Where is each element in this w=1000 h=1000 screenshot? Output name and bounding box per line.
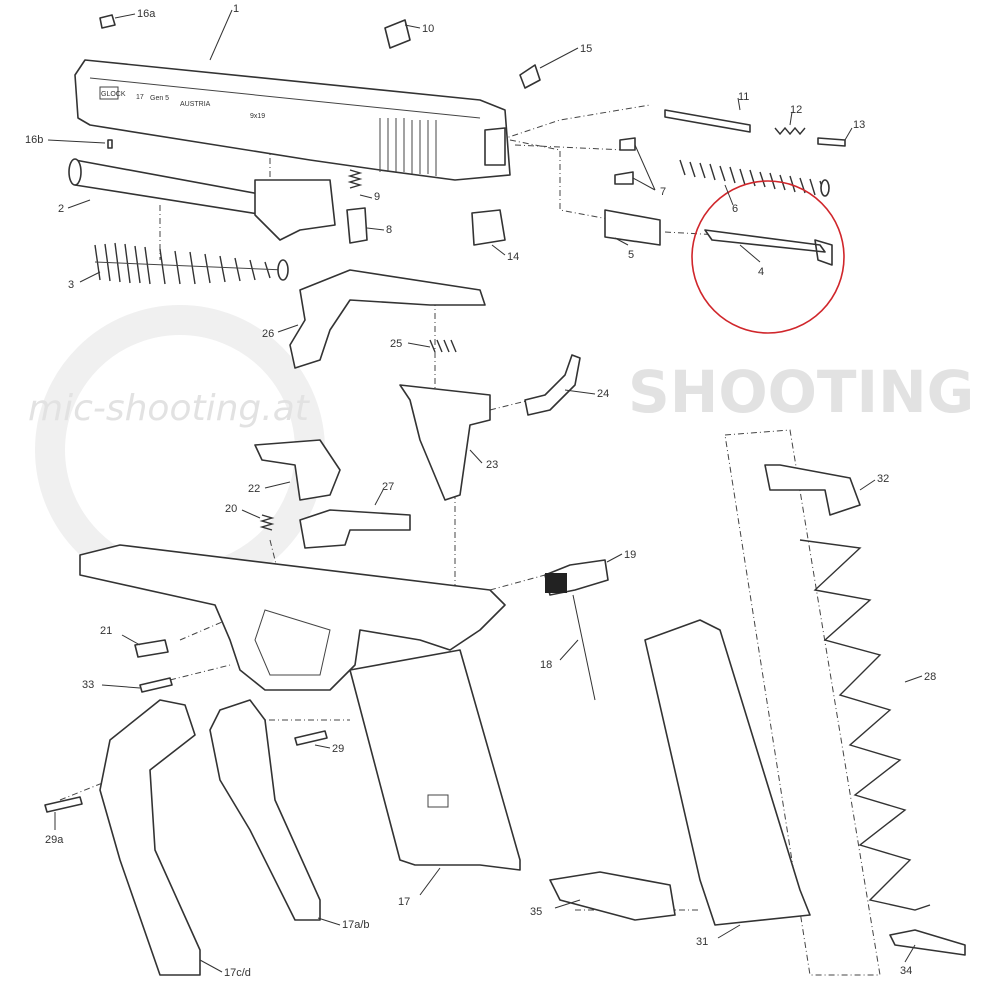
label-4: 4 [758, 266, 764, 278]
label-12: 12 [790, 104, 802, 116]
label-20: 20 [225, 503, 237, 515]
part-4 [704, 229, 833, 266]
part-7 [614, 137, 636, 185]
label-16b: 16b [25, 134, 43, 146]
highlight-circle [691, 180, 845, 334]
part-19-insert [545, 573, 567, 593]
label-14: 14 [507, 251, 519, 263]
slide-model-marking: 17 [136, 94, 144, 101]
label-34: 34 [900, 965, 912, 977]
magazine-spring [799, 539, 931, 911]
frame [79, 544, 521, 871]
label-27: 27 [382, 481, 394, 493]
label-6: 6 [732, 203, 738, 215]
backstrap-17a-b [209, 699, 321, 921]
label-3: 3 [68, 279, 74, 291]
label-31: 31 [696, 936, 708, 948]
label-10: 10 [422, 23, 434, 35]
part-10 [384, 19, 411, 49]
label-11: 11 [738, 91, 749, 103]
part-11 [664, 109, 751, 133]
slide-caliber-marking: 9x19 [250, 113, 265, 120]
part-22 [254, 439, 341, 501]
part-27 [299, 509, 411, 549]
label-19: 19 [624, 549, 636, 561]
magazine-floorplate [549, 871, 676, 921]
part-16b [107, 139, 113, 149]
part-15 [519, 64, 541, 89]
part-21 [134, 639, 169, 658]
magazine-follower [764, 464, 861, 516]
part-13 [817, 137, 846, 147]
label-22: 22 [248, 483, 260, 495]
label-25: 25 [390, 338, 402, 350]
part-9 [347, 169, 363, 189]
label-1: 1 [233, 3, 239, 15]
slide-brand-marking: GLOCK [101, 91, 126, 98]
label-26: 26 [262, 328, 274, 340]
part-labels: 16a 1 10 15 11 12 13 16b 9 7 6 2 8 14 5 … [25, 3, 936, 979]
part-6 [679, 159, 830, 197]
part-16a [99, 14, 116, 29]
part-26 [289, 269, 486, 369]
label-18: 18 [540, 659, 552, 671]
barrel [68, 158, 336, 241]
slide: GLOCK 17 Gen 5 AUSTRIA 9x19 [74, 59, 511, 181]
watermark-site: mic-shooting.at [28, 388, 311, 429]
label-13: 13 [853, 119, 865, 131]
label-17ab: 17a/b [342, 919, 370, 931]
magazine-insert [889, 929, 966, 956]
label-29a: 29a [45, 834, 64, 846]
part-20 [259, 514, 275, 531]
label-23: 23 [486, 459, 498, 471]
magazine-tube [644, 619, 811, 926]
label-35: 35 [530, 906, 542, 918]
watermark: SHOOTING mic-shooting.at [28, 358, 974, 429]
label-7: 7 [660, 186, 666, 198]
part-29 [294, 730, 328, 746]
slide-origin-marking: AUSTRIA [180, 101, 211, 108]
part-23 [399, 384, 491, 501]
label-15: 15 [580, 43, 592, 55]
label-5: 5 [628, 249, 634, 261]
label-21: 21 [100, 625, 112, 637]
label-17: 17 [398, 896, 410, 908]
label-33: 28 [924, 671, 936, 683]
label-8: 8 [386, 224, 392, 236]
part-5 [604, 209, 661, 246]
label-17cd: 17c/d [224, 967, 251, 979]
label-32: 32 [877, 473, 889, 485]
part-14 [471, 209, 506, 246]
backstrap-17c-d [99, 699, 201, 976]
part-29a [44, 796, 83, 813]
part-28 [139, 677, 173, 693]
part-25 [429, 339, 457, 353]
label-2: 2 [58, 203, 64, 215]
part-24 [524, 354, 581, 416]
label-28: 33 [82, 679, 94, 691]
label-29: 29 [332, 743, 344, 755]
assembly-lines [59, 104, 881, 976]
slide-gen-marking: Gen 5 [150, 95, 169, 102]
label-9: 9 [374, 191, 380, 203]
label-16a: 16a [137, 8, 156, 20]
recoil-spring [94, 242, 289, 285]
part-12 [774, 126, 806, 136]
label-24: 24 [597, 388, 609, 400]
part-18 [572, 594, 596, 701]
watermark-word: SHOOTING [628, 358, 974, 426]
part-8 [346, 207, 368, 244]
